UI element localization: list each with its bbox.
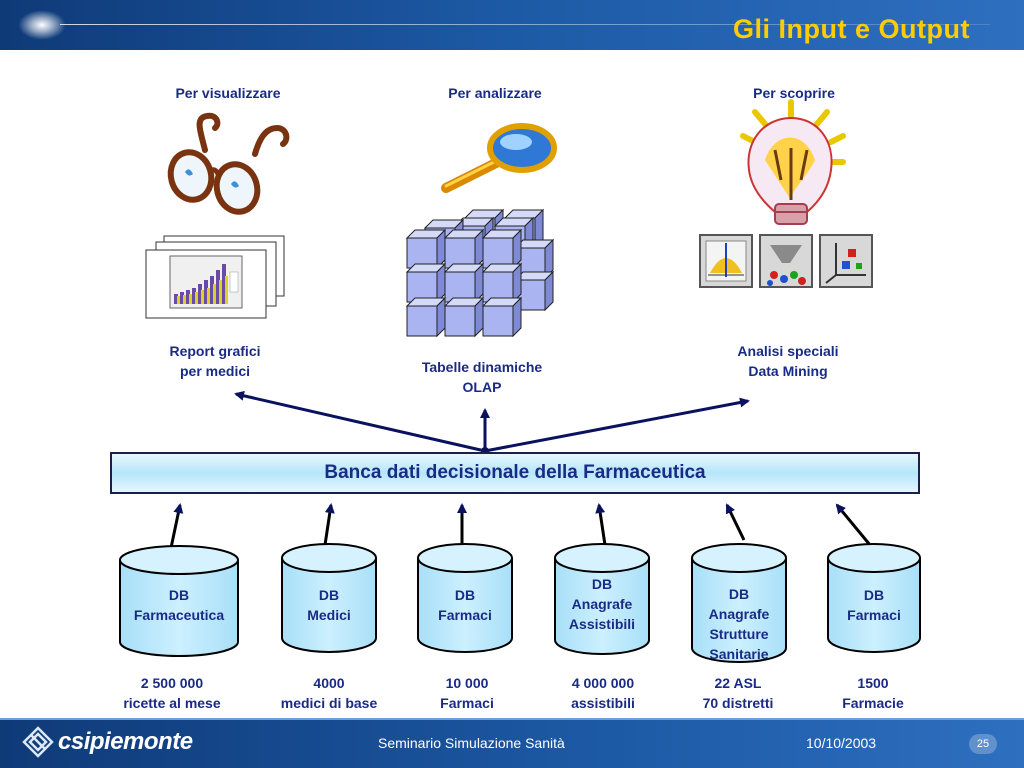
footer-bar: [0, 718, 1024, 768]
db-label-farmaci: DB Farmaci: [415, 585, 515, 625]
header-bar: [0, 0, 1024, 50]
header-glow: [18, 10, 66, 40]
funnel-cluster-icon: [759, 234, 813, 288]
db-label-assistibili: DB Anagrafe Assistibili: [552, 574, 652, 634]
stat-farmaceutica: 2 500 000 ricette al mese: [102, 673, 242, 713]
db-label-line: Farmaceutica: [133, 607, 225, 623]
stat-farmaci: 10 000 Farmaci: [397, 673, 537, 713]
cylinder-db-farmaceutica: [119, 545, 239, 657]
stat-value: 2 500 000: [140, 675, 204, 691]
arrow-from-db-assistibili: [595, 503, 607, 546]
arrow-from-db-farmacie: [835, 503, 872, 546]
arrow-from-db-medici: [323, 503, 335, 546]
cylinder-db-farmacie: [827, 543, 921, 653]
header-rule: [60, 24, 990, 25]
db-label-strutture: DB Anagrafe Strutture Sanitarie: [686, 584, 792, 664]
page-number: 25: [969, 734, 997, 754]
stat-value: 1500: [857, 675, 889, 691]
db-label-line: Farmaci: [847, 607, 901, 623]
arrow-to-report: [234, 390, 486, 453]
stat-strutture: 22 ASL 70 distretti: [668, 673, 808, 713]
footer-rule: [0, 718, 1024, 720]
central-database-label: Banca dati decisionale della Farmaceutic…: [324, 462, 706, 483]
caption-olap-line2: OLAP: [462, 379, 502, 395]
heading-scoprire: Per scoprire: [753, 85, 835, 101]
db-label-line: Assistibili: [568, 616, 636, 632]
db-label-line: Strutture: [709, 626, 769, 642]
db-label-line: Anagrafe: [708, 606, 770, 622]
stat-unit: Farmaci: [440, 695, 494, 711]
stat-value: 10 000: [445, 675, 489, 691]
stat-unit: 70 distretti: [702, 695, 774, 711]
caption-olap-line1: Tabelle dinamiche: [421, 359, 543, 375]
heading-visualizzare: Per visualizzare: [175, 85, 281, 101]
stat-value: 4000: [313, 675, 345, 691]
data-mining-icons: [699, 234, 873, 288]
stat-unit: medici di base: [280, 695, 378, 711]
db-label-farmaceutica: DB Farmaceutica: [119, 585, 239, 625]
csi-logo-icon: [22, 726, 54, 758]
central-database-box: [110, 452, 920, 494]
heading-analizzare: Per analizzare: [448, 85, 542, 101]
arrow-from-db-strutture: [725, 503, 746, 541]
cylinder-db-farmaci: [417, 543, 513, 653]
stat-assistibili: 4 000 000 assistibili: [533, 673, 673, 713]
distribution-chart-icon: [699, 234, 753, 288]
stat-unit: Farmacie: [842, 695, 904, 711]
arrow-from-db-farmaceutica: [169, 503, 184, 549]
stat-value: 22 ASL: [714, 675, 762, 691]
stat-unit: assistibili: [571, 695, 635, 711]
caption-report-line2: per medici: [179, 363, 251, 379]
db-label-medici: DB Medici: [279, 585, 379, 625]
footer-logo-text: csipiemonte: [58, 728, 193, 755]
db-label-line: DB: [454, 587, 476, 603]
db-label-line: DB: [168, 587, 190, 603]
db-label-line: Farmaci: [438, 607, 492, 623]
cylinder-db-assistibili: [554, 543, 650, 655]
footer-date: 10/10/2003: [806, 735, 877, 751]
db-label-line: Sanitarie: [709, 646, 769, 662]
db-label-line: DB: [318, 587, 340, 603]
magnifier-icon: [441, 123, 557, 193]
cylinder-db-medici: [281, 543, 377, 653]
arrow-to-datamining: [484, 397, 750, 453]
cylinder-db-strutture: [691, 543, 787, 663]
footer-event: Seminario Simulazione Sanità: [378, 735, 565, 751]
caption-report-line1: Report grafici: [169, 343, 261, 359]
report-pages-icon: [145, 235, 285, 319]
db-label-line: DB: [863, 587, 885, 603]
caption-olap: Tabelle dinamiche OLAP: [382, 357, 582, 397]
caption-report: Report grafici per medici: [115, 341, 315, 381]
stat-unit: ricette al mese: [123, 695, 221, 711]
stat-medici: 4000 medici di base: [259, 673, 399, 713]
caption-datamining-line2: Data Mining: [748, 363, 828, 379]
page-title: Gli Input e Output: [733, 14, 970, 44]
caption-datamining-line1: Analisi speciali: [737, 343, 839, 359]
db-label-line: DB: [591, 576, 613, 592]
stat-farmacie: 1500 Farmacie: [803, 673, 943, 713]
db-label-line: DB: [728, 586, 750, 602]
lightbulb-icon: [740, 99, 846, 225]
scatter-3d-icon: [819, 234, 873, 288]
caption-datamining: Analisi speciali Data Mining: [688, 341, 888, 381]
stat-value: 4 000 000: [571, 675, 635, 691]
db-label-line: Medici: [307, 607, 351, 623]
glasses-icon: [167, 112, 290, 215]
db-label-farmacie: DB Farmaci: [824, 585, 924, 625]
db-label-line: Anagrafe: [571, 596, 633, 612]
